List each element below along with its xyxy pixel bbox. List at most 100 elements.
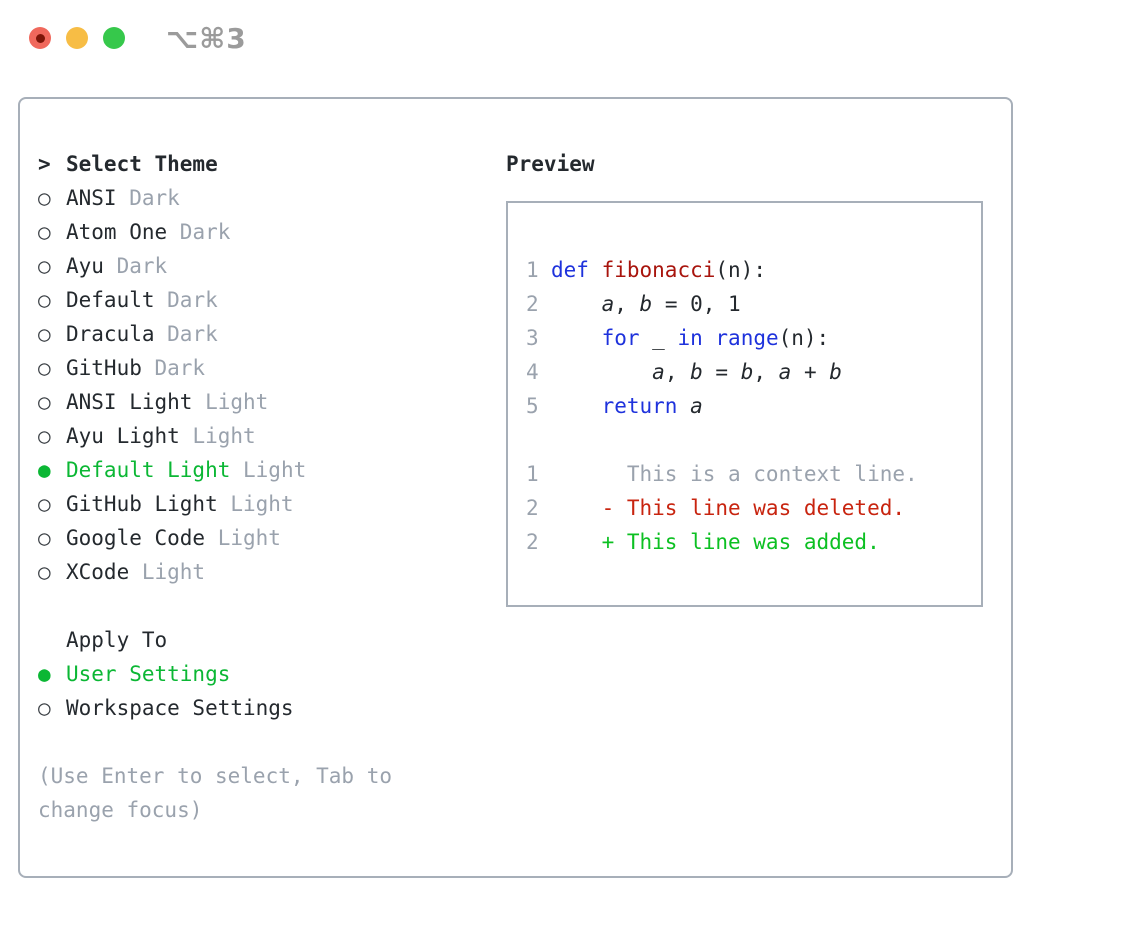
theme-variant-label: Dark [103,254,168,278]
titlebar: ⌥⌘3 [0,0,1140,76]
apply-to-header: Apply To [66,628,168,652]
theme-option[interactable]: ○GitHub Dark [38,351,506,385]
token-pl: _ [639,326,678,350]
theme-variant-label: Dark [116,186,180,210]
theme-option[interactable]: ○ XCode Light [38,555,506,589]
theme-option-label: Dracula [66,322,155,346]
select-theme-header: >Select Theme [38,147,506,181]
apply-to-list: ●User Settings ○ Workspace Settings [38,657,506,725]
theme-option[interactable]: ○Dracula Dark [38,317,506,351]
token-fn: fibonacci [601,258,716,282]
radio-icon: ○ [38,220,51,244]
theme-option-label: Default Light [66,458,231,482]
radio-icon: ○ [38,526,51,550]
radio-icon: ○ [38,322,51,346]
line-number: 5 [526,394,539,418]
theme-option[interactable]: ○Ayu Dark [38,249,506,283]
apply-to-option-label: User Settings [66,662,231,686]
token-kw: for [601,326,640,350]
token-var: b [639,292,653,316]
token-var: b [829,360,842,384]
zoom-button[interactable] [103,27,125,49]
code-line: 2 - This line was deleted. [526,491,981,525]
radio-icon: ○ [38,424,51,448]
token-kw: range [715,326,779,350]
theme-option-label: Google Code [66,526,206,550]
theme-variant-label: Light [217,492,294,516]
apply-to-option[interactable]: ○ Workspace Settings [38,691,506,725]
token-var: b [690,360,703,384]
theme-option[interactable]: ● Default Light Light [38,453,506,487]
theme-variant-label: Light [230,458,307,482]
theme-option[interactable]: ○Default Dark [38,283,506,317]
token-var: a [652,360,665,384]
code-line: 4 a, b = b, a + b [526,355,981,389]
token-pl: , [753,360,779,384]
token-add: + This line was added. [551,530,880,554]
code-line: 1 This is a context line. [526,457,981,491]
line-number: 1 [526,258,539,282]
hint-line-2: change focus) [38,798,203,822]
token-del: - This line was deleted. [551,496,906,520]
hint-line-1: (Use Enter to select, Tab to [38,764,393,788]
theme-variant-label: Light [129,560,206,584]
token-ctx: This is a context line. [551,462,918,486]
code-tokens: This is a context line. [551,462,918,486]
token-pl: (n): [778,326,830,350]
radio-icon: ○ [38,560,51,584]
theme-option[interactable]: ○ANSI Light Light [38,385,506,419]
theme-option[interactable]: ○GitHub Light Light [38,487,506,521]
theme-variant-label: Dark [141,356,206,380]
token-var: a [690,394,703,418]
radio-icon: ○ [38,696,51,720]
prompt-chevron-icon: > [38,152,51,176]
theme-option[interactable]: ○Ayu Light Light [38,419,506,453]
token-kw: return [601,394,678,418]
theme-panel: >Select Theme ○ANSI Dark○Atom One Dark○A… [38,147,506,876]
line-number [526,423,551,457]
token-kw: in [677,326,703,350]
line-number: 2 [526,496,539,520]
code-line: 2 + This line was added. [526,525,981,559]
apply-to-option-label: Workspace Settings [66,696,294,720]
theme-option-label: Atom One [66,220,168,244]
token-pl: = [702,360,741,384]
theme-option-label: XCode [66,560,130,584]
code-tokens: return a [551,394,703,418]
preview-header: Preview [506,152,595,176]
code-tokens: + This line was added. [551,530,880,554]
theme-option-label: Default [66,288,155,312]
radio-icon: ● [38,458,51,482]
theme-option-label: Ayu Light [66,424,180,448]
token-pl [551,326,602,350]
apply-to-option[interactable]: ●User Settings [38,657,506,691]
token-var: b [740,360,754,384]
token-pl [677,394,690,418]
token-var: a [601,292,615,316]
code-tokens: a, b = b, a + b [551,360,842,384]
token-pl: = 0, 1 [652,292,741,316]
theme-variant-label: Light [205,526,281,550]
code-line [526,423,981,457]
code-tokens: for _ in range(n): [551,326,830,350]
token-pl [589,258,602,282]
theme-option-label: GitHub Light [66,492,218,516]
theme-option[interactable]: ○Atom One Dark [38,215,506,249]
minimize-button[interactable] [66,27,88,49]
token-pl [551,360,652,384]
radio-icon: ○ [38,186,51,210]
code-tokens: a, b = 0, 1 [551,292,741,316]
line-number: 4 [526,360,539,384]
theme-option[interactable]: ○ANSI Dark [38,181,506,215]
token-var: a [778,360,792,384]
theme-option-label: GitHub [66,356,142,380]
token-pl [551,394,602,418]
theme-option[interactable]: ○ Google Code Light [38,521,506,555]
close-button[interactable] [29,27,51,49]
code-line: 2 a, b = 0, 1 [526,287,981,321]
theme-list: ○ANSI Dark○Atom One Dark○Ayu Dark○Defaul… [38,181,506,589]
